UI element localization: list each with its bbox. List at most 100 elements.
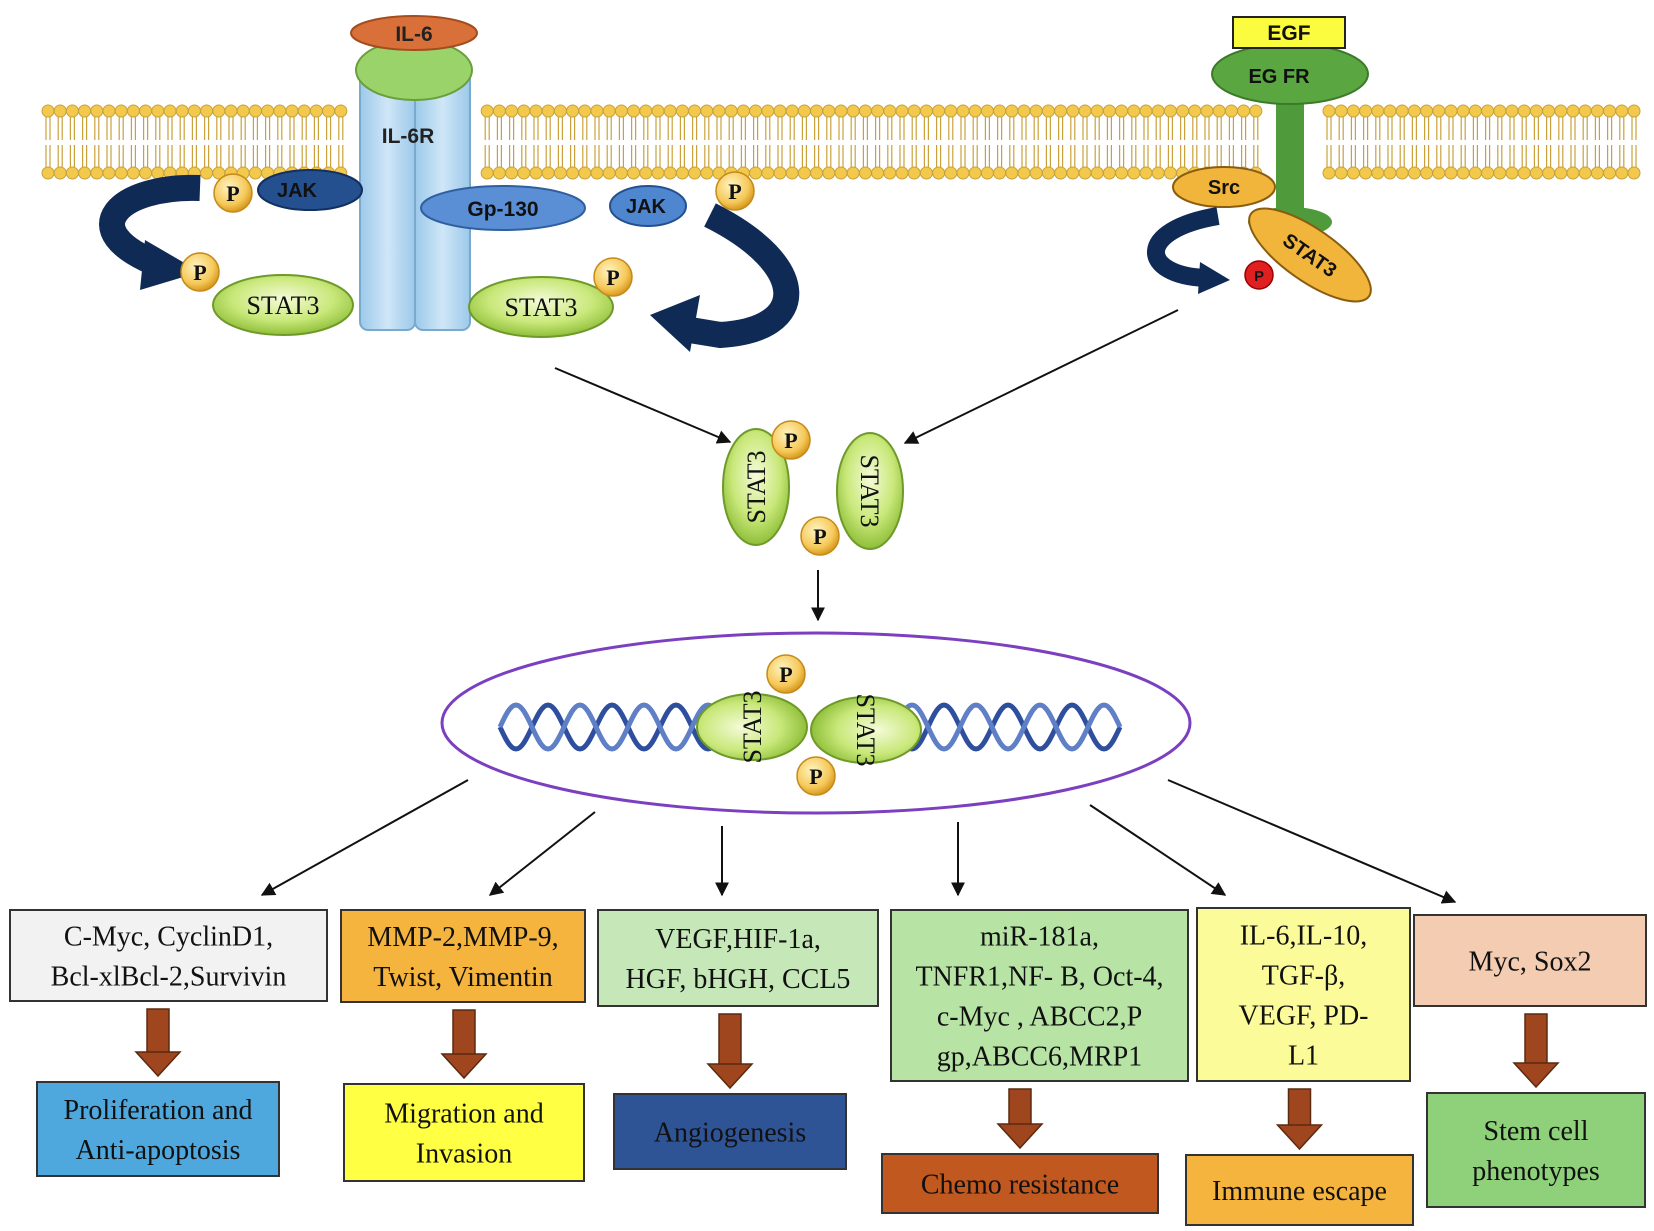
arrow-il6-to-dimer xyxy=(554,367,732,444)
gene-box-3 xyxy=(597,909,879,1007)
phospho-jak-right: P xyxy=(715,171,755,211)
output-arrow-2 xyxy=(488,811,596,896)
gene-text-3-1: VEGF,HIF-1a, xyxy=(655,924,821,955)
egfr-label: EG FR xyxy=(1248,66,1310,88)
phospho-dimer-b-label: P xyxy=(813,524,826,549)
outcome-text-2-2: Invasion xyxy=(416,1139,512,1170)
gene-text-4-2: TNFR1,NF- B, Oct-4, xyxy=(915,962,1163,993)
outcome-arrow-5 xyxy=(1275,1088,1324,1151)
outcome-arrow-1 xyxy=(134,1008,182,1078)
stat3-egfr xyxy=(1248,207,1372,303)
outcome-text-6-2: phenotypes xyxy=(1472,1156,1600,1187)
jak-left xyxy=(257,169,363,211)
output-arrow-6 xyxy=(1167,779,1457,904)
stat3-dimer-b: STAT3 xyxy=(836,432,904,550)
gene-text-3-2: HGF, bHGH, CCL5 xyxy=(626,964,851,995)
dna-helix xyxy=(497,702,1123,752)
gene-text-1-2: Bcl-xlBcl-2,Survivin xyxy=(51,962,287,993)
left-jak-group: JAK xyxy=(99,169,363,290)
phospho-red-label: P xyxy=(1254,268,1264,285)
stat3-dimer-b-label: STAT3 xyxy=(855,454,884,527)
il6-label: IL-6 xyxy=(395,23,432,46)
output-arrow-1 xyxy=(260,779,469,896)
gene-text-4-3: c-Myc , ABCC2,P xyxy=(937,1002,1142,1033)
curved-arrow-left xyxy=(99,174,201,278)
stat3-left-label: STAT3 xyxy=(246,291,319,320)
outcome-text-1-2: Anti-apoptosis xyxy=(76,1135,241,1166)
phospho-jak-right-label: P xyxy=(728,179,741,204)
phospho-stat3-left-label: P xyxy=(193,260,206,285)
outcome-box-4 xyxy=(881,1153,1159,1214)
stat3-left: STAT3 xyxy=(212,274,354,336)
phospho-nuclear-b: P xyxy=(796,756,836,796)
outcome-text-1-1: Proliferation and xyxy=(64,1095,253,1126)
gene-box-4 xyxy=(890,909,1189,1082)
il6-receptor-complex: IL-6 IL-6R Gp-130 xyxy=(350,15,586,331)
gene-text-6-1: Myc, Sox2 xyxy=(1469,947,1592,978)
phospho-nuclear-b-label: P xyxy=(809,764,822,789)
arrow-egfr-to-dimer xyxy=(903,309,1179,444)
right-jak-group: JAK xyxy=(609,185,800,352)
jak-right-label: JAK xyxy=(626,196,667,218)
egfr-stalk xyxy=(1276,85,1304,225)
stat3-nuclear-b-label: STAT3 xyxy=(851,693,880,766)
gene-box-2 xyxy=(340,909,586,1003)
phospho-stat3-left: P xyxy=(180,252,220,292)
gene-box-6 xyxy=(1413,914,1647,1007)
gene-box-1 xyxy=(9,909,328,1002)
stat3-nuclear-b: STAT3 xyxy=(810,693,922,767)
stat3-nuclear-a: STAT3 xyxy=(696,690,808,764)
gene-text-4-1: miR-181a, xyxy=(980,922,1099,953)
egf-label: EGF xyxy=(1267,22,1310,45)
gp130 xyxy=(420,185,586,231)
outcome-arrow-6 xyxy=(1512,1013,1560,1089)
target-group-1: C-Myc, CyclinD1, Bcl-xlBcl-2,SurvivinProl… xyxy=(9,909,328,1177)
gene-box-5 xyxy=(1196,907,1411,1082)
egfr-complex: EG FR EGF Src STAT3 P xyxy=(1147,16,1372,303)
gene-text-1-1: C-Myc, CyclinD1, xyxy=(64,922,273,953)
phospho-dimer-b: P xyxy=(800,516,840,556)
gene-text-5-2: TGF-β, xyxy=(1262,961,1345,992)
il6-ligand xyxy=(350,15,478,51)
phospho-nuclear-a-label: P xyxy=(779,662,792,687)
outcome-text-2-1: Migration and xyxy=(384,1099,543,1130)
output-arrow-5 xyxy=(1089,804,1227,896)
outcome-box-5 xyxy=(1185,1154,1414,1226)
cell-membrane xyxy=(41,104,1641,180)
il6r-label: IL-6R xyxy=(382,125,435,148)
gene-text-2-2: Twist, Vimentin xyxy=(373,962,552,993)
outcome-arrow-3 xyxy=(706,1013,754,1090)
jak-left-label: JAK xyxy=(277,180,318,202)
phospho-dimer-a: P xyxy=(771,420,811,460)
src-label: Src xyxy=(1208,177,1240,199)
outcome-text-5-1: Immune escape xyxy=(1212,1176,1387,1207)
curved-arrow-egfr xyxy=(1147,207,1220,287)
stat3-dimer-a: STAT3 xyxy=(722,428,790,546)
outcome-box-6 xyxy=(1426,1092,1646,1208)
jak-right xyxy=(609,185,687,227)
phospho-stat3-right: P xyxy=(593,257,633,297)
curved-arrow-egfr-head xyxy=(1198,262,1230,294)
output-arrows xyxy=(260,779,1457,904)
stat3-right-label: STAT3 xyxy=(504,293,577,322)
phospho-jak-left-label: P xyxy=(226,181,239,206)
curved-arrow-left-head xyxy=(140,240,200,290)
phospho-red xyxy=(1244,260,1274,290)
curved-arrow-right-head xyxy=(650,295,700,352)
phospho-stat3-right-label: P xyxy=(606,265,619,290)
egf-ligand xyxy=(1232,16,1346,49)
target-group-4: miR-181a, TNFR1,NF- B, Oct-4, c-Myc , ABCC… xyxy=(881,909,1189,1214)
outcome-box-3 xyxy=(613,1093,847,1170)
gene-text-5-3: VEGF, PD- xyxy=(1239,1001,1369,1032)
outcome-text-6-1: Stem cell xyxy=(1484,1116,1589,1147)
stat3-right: STAT3 xyxy=(468,276,614,338)
outcome-box-2 xyxy=(343,1083,585,1182)
outcome-text-3-1: Angiogenesis xyxy=(654,1118,806,1149)
gp130-label: Gp-130 xyxy=(467,198,538,221)
src xyxy=(1172,166,1276,208)
gene-text-2-1: MMP-2,MMP-9, xyxy=(367,922,558,953)
